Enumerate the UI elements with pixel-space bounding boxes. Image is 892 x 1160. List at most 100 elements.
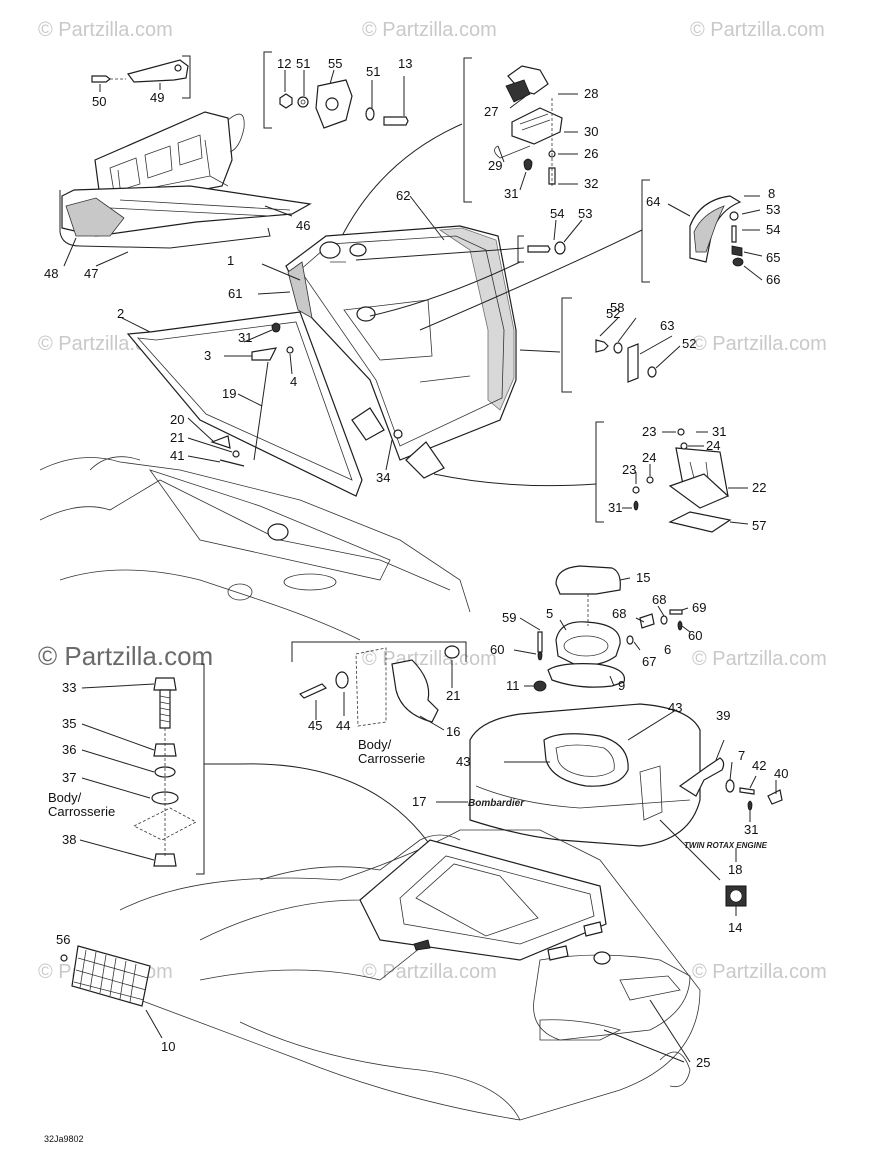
console-opening-inner: [555, 744, 615, 777]
cup-gasket: [547, 663, 626, 688]
hull-pad: [619, 975, 681, 1001]
door-lock-recess: [343, 299, 433, 361]
leader: [513, 577, 691, 687]
hull-lower-edge: [239, 1021, 521, 1121]
body-outline: [39, 457, 471, 613]
tray-clip: [126, 59, 189, 83]
callout-1: 1: [227, 253, 234, 268]
body-hole: [283, 573, 337, 591]
callout-24: 24: [706, 438, 720, 453]
callout-36: 36: [62, 742, 76, 757]
latch-pad: [505, 79, 531, 103]
hull-hatch-inner: [399, 855, 595, 945]
tray-mat: [65, 197, 125, 237]
callout-56: 56: [56, 932, 70, 947]
callout-15: 15: [636, 570, 650, 585]
latch-block-hole: [325, 97, 339, 111]
notes: Body/ Carrosserie Body/ Carrosserie 32Ja…: [44, 737, 425, 1144]
bolt-thread: [159, 695, 171, 723]
callout-69: 69: [692, 600, 706, 615]
bolt: [383, 116, 409, 126]
hull-pad: [539, 1019, 622, 1041]
console-opening: [543, 733, 629, 787]
body-note-line1: Body/: [48, 790, 82, 805]
hull-deck: [533, 954, 691, 1041]
hinge-nut: [393, 429, 403, 439]
watermark: © Partzilla.com: [690, 19, 825, 41]
leader: [315, 660, 453, 731]
callout-22: 22: [752, 480, 766, 495]
callout-44: 44: [336, 718, 350, 733]
door-detail: [330, 261, 471, 383]
callout-35: 35: [62, 716, 76, 731]
console-edge: [475, 785, 691, 809]
handle-shade: [693, 205, 725, 253]
handle-cap: [731, 245, 743, 257]
callout-20: 20: [170, 412, 184, 427]
callout-53b: 53: [766, 202, 780, 217]
leader: [603, 999, 691, 1063]
latch-base: [511, 107, 563, 145]
hinge-plate: [351, 407, 385, 441]
washer: [365, 107, 375, 121]
lock-pin: [527, 245, 551, 253]
callout-32: 32: [584, 176, 598, 191]
strap-washer: [444, 645, 460, 659]
washer: [626, 635, 634, 645]
tray-pockets: [109, 134, 203, 193]
leader: [419, 229, 643, 331]
bolt-head: [153, 677, 177, 691]
callout-37: 37: [62, 770, 76, 785]
leader: [63, 237, 77, 267]
tray-rail: [59, 190, 271, 249]
callout-67: 67: [642, 654, 656, 669]
tray-screw: [91, 75, 111, 83]
callout-31a: 31: [504, 186, 518, 201]
callout-59: 59: [502, 610, 516, 625]
cup-plate: [639, 613, 655, 629]
callout-10: 10: [161, 1039, 175, 1054]
strap-clamp: [391, 659, 439, 723]
callout-66: 66: [766, 272, 780, 287]
hull-vent: [547, 945, 569, 961]
washer: [729, 211, 739, 221]
console-brand-decal: Bombardier: [468, 798, 525, 809]
hull-vent: [583, 921, 603, 937]
leader: [257, 195, 445, 295]
callout-21: 21: [170, 430, 184, 445]
leader: [79, 683, 155, 861]
emblem-gear: [729, 889, 743, 903]
callout-23b: 23: [622, 462, 636, 477]
strut-mount: [251, 347, 278, 361]
callout-43a: 43: [668, 700, 682, 715]
body-outline: [59, 569, 361, 641]
watermark: © Partzilla.com: [692, 648, 827, 670]
callout-62: 62: [396, 188, 410, 203]
callout-4: 4: [290, 374, 297, 389]
cup-body: [555, 621, 621, 666]
callout-25: 25: [696, 1055, 710, 1070]
leader: [667, 195, 763, 281]
callout-52b: 52: [682, 336, 696, 351]
door-gasket-group: [121, 311, 363, 497]
callout-51b: 51: [366, 64, 380, 79]
callout-18: 18: [728, 862, 742, 877]
leader: [264, 205, 293, 217]
grille-screw: [60, 954, 68, 962]
callout-5: 5: [546, 606, 553, 621]
console-cap: [767, 789, 783, 805]
hinge-nut: [633, 500, 639, 511]
callout-42: 42: [752, 758, 766, 773]
callout-labels: 1 2 3 4 5 6 7 8 9 10 11 12 13 14 15 16 1…: [44, 56, 788, 1070]
callout-33: 33: [62, 680, 76, 695]
callout-54a: 54: [550, 206, 564, 221]
door-latch-boss: [319, 241, 341, 259]
callout-29: 29: [488, 158, 502, 173]
callout-26: 26: [584, 146, 598, 161]
hull-nozzle: [659, 1051, 691, 1088]
hinge-washer: [646, 476, 654, 484]
callout-48: 48: [44, 266, 58, 281]
leader: [385, 439, 393, 471]
hinge-assembly-group: [433, 421, 749, 533]
